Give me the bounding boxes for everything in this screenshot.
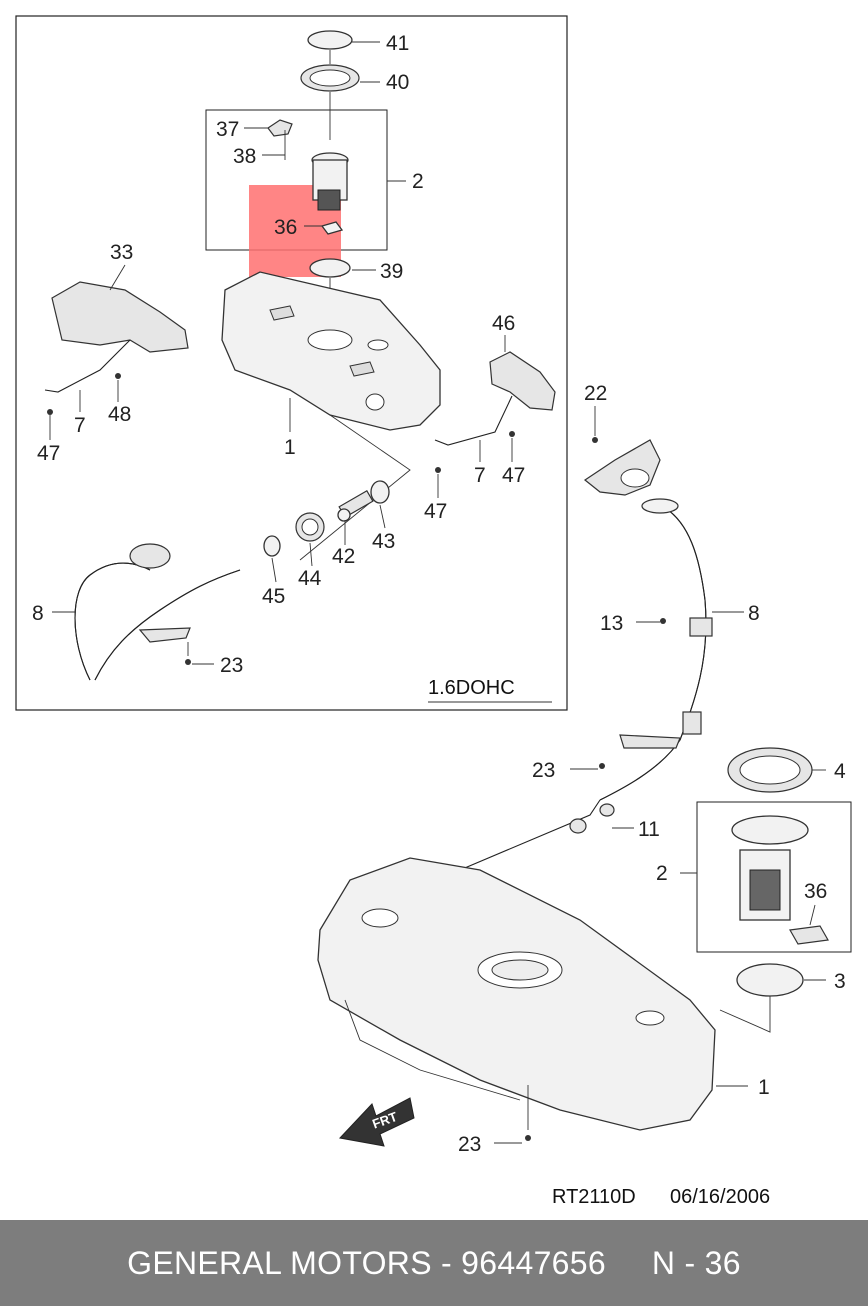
callout-13: 13 (600, 612, 623, 635)
clamp-11 (569, 818, 587, 834)
callout-39: 39 (380, 260, 403, 283)
callout-36-inset: 36 (274, 216, 297, 239)
pump-module-box-main (696, 801, 852, 953)
heat-shield-33 (51, 281, 189, 353)
callout-2-main: 2 (656, 862, 668, 885)
callout-40: 40 (386, 71, 409, 94)
seal-ring-45 (263, 535, 281, 557)
seal-ring-41 (307, 30, 353, 50)
callout-42: 42 (332, 545, 355, 568)
seal-ring-43 (370, 480, 390, 504)
callout-38: 38 (233, 145, 256, 168)
fuel-pump-module-inset (311, 152, 349, 235)
callout-47-mid: 47 (424, 500, 447, 523)
filler-pipe-8 (599, 498, 713, 801)
front-arrow: FRT (339, 1097, 415, 1147)
inset-frame (15, 15, 568, 711)
callout-1-main: 1 (758, 1076, 770, 1099)
bracket-7-left (44, 339, 131, 393)
fuel-tank-inset (221, 271, 441, 431)
inset-variant-label: 1.6DOHC (428, 677, 515, 699)
valve-42 (337, 489, 374, 522)
callout-48: 48 (108, 403, 131, 426)
callout-46: 46 (492, 312, 515, 335)
callout-23-inset: 23 (220, 654, 243, 677)
callout-33: 33 (110, 241, 133, 264)
callout-3: 3 (834, 970, 846, 993)
callout-41: 41 (386, 32, 409, 55)
filler-pipe-8-inset (74, 543, 241, 681)
callout-2-inset: 2 (412, 170, 424, 193)
callout-47-left: 47 (37, 442, 60, 465)
callout-4: 4 (834, 760, 846, 783)
callout-8-inset: 8 (32, 602, 44, 625)
callout-36-main: 36 (804, 880, 827, 903)
callout-44: 44 (298, 567, 322, 590)
callout-1-inset: 1 (284, 436, 296, 459)
heat-shield-46 (489, 351, 556, 411)
drawing-date: 06/16/2006 (670, 1186, 770, 1208)
fuel-pump-module (731, 815, 829, 945)
seal-ring-3 (736, 963, 804, 997)
fuel-system-diagram: FRT 41 40 37 38 2 36 39 33 47 7 48 1 46 … (15, 15, 852, 1208)
callout-47-right: 47 (502, 464, 525, 487)
fuel-tank (317, 857, 716, 1131)
callout-11: 11 (638, 818, 660, 841)
callout-23-mid: 23 (532, 759, 555, 782)
drawing-code: RT2110D (552, 1186, 636, 1208)
footer-text: GENERAL MOTORS - 96447656 N - 36 (127, 1244, 741, 1281)
callout-22: 22 (584, 382, 607, 405)
sender-37 (267, 119, 293, 137)
part-number-footer: GENERAL MOTORS - 96447656 N - 36 (0, 1220, 868, 1306)
bracket-7-right (434, 395, 513, 446)
callout-37: 37 (216, 118, 239, 141)
filler-housing-22 (583, 439, 661, 496)
callout-43: 43 (372, 530, 395, 553)
callout-23-bottom: 23 (458, 1133, 481, 1156)
callout-8-main: 8 (748, 602, 760, 625)
callout-7-right: 7 (474, 464, 486, 487)
callout-45: 45 (262, 585, 285, 608)
callout-7-left: 7 (74, 414, 86, 437)
seal-ring-39 (309, 258, 351, 278)
